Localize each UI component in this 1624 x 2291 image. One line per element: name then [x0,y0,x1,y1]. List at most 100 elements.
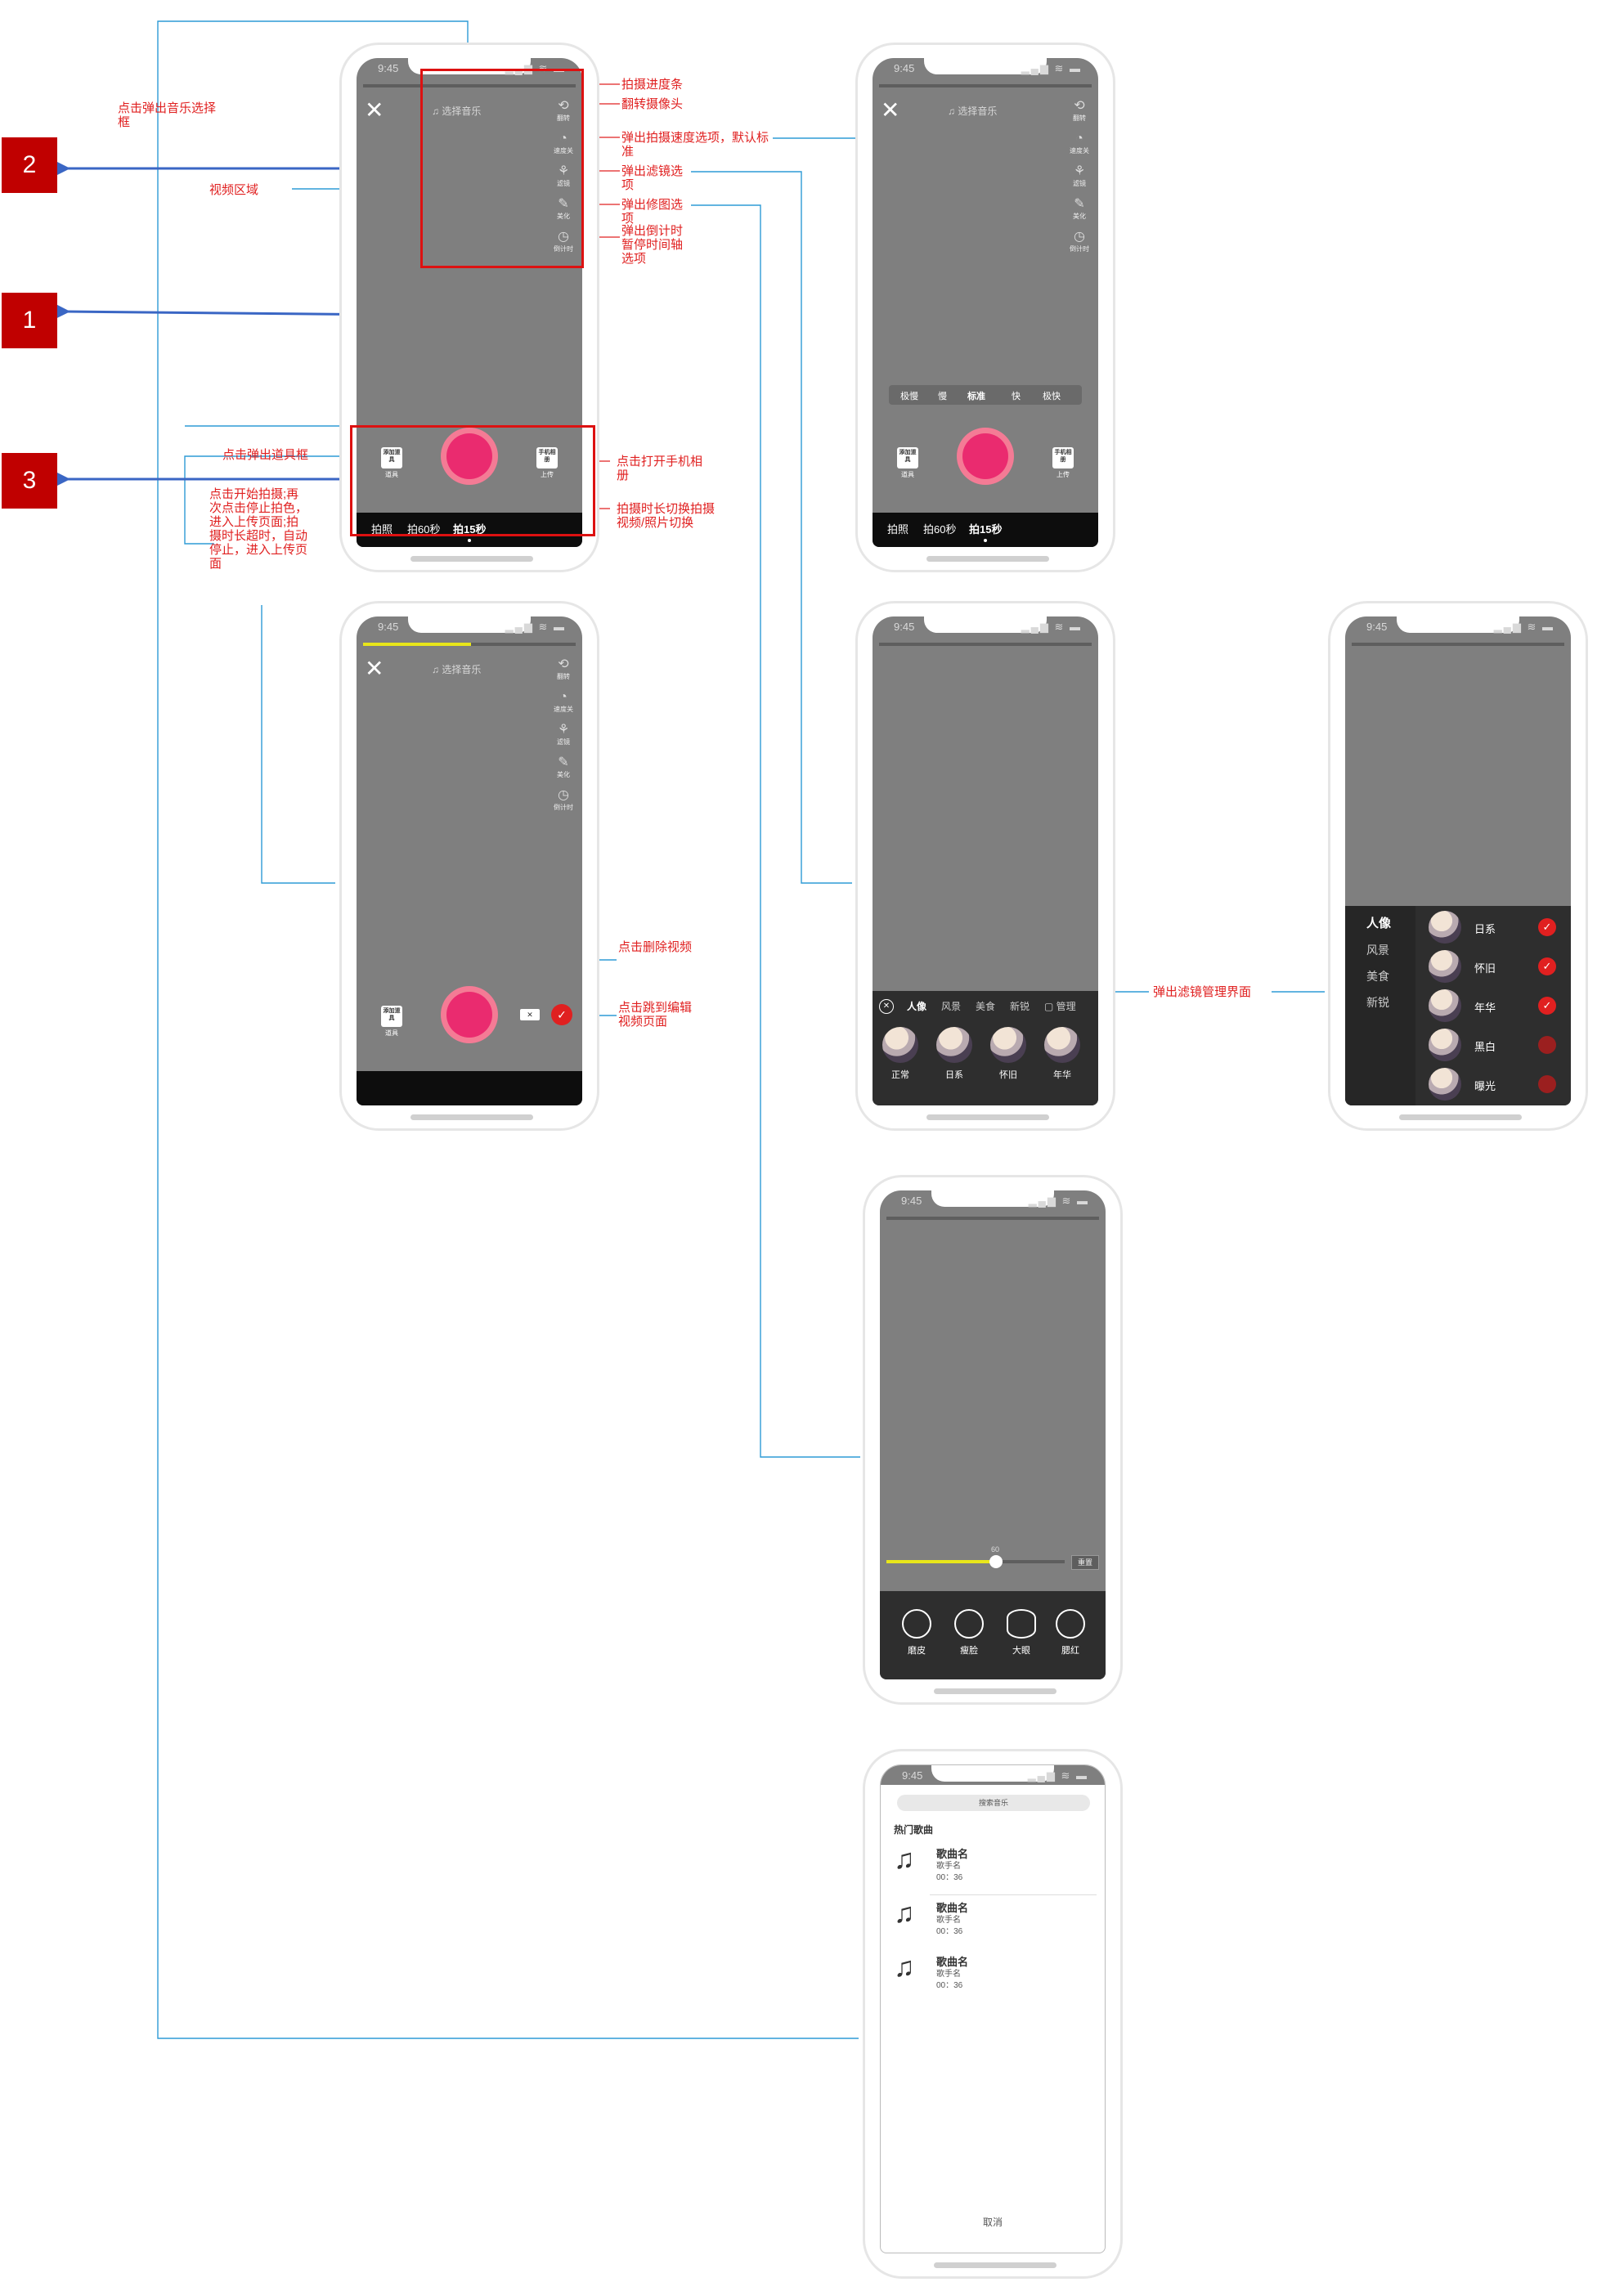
props-label: 道具 [385,471,398,478]
countdown-button[interactable]: ◷倒计时 [554,788,573,811]
beautify-button[interactable]: ✎美化 [1073,197,1086,220]
flip-camera-button[interactable]: ⟲翻转 [550,99,577,132]
retouch-slider-handle[interactable] [989,1555,1003,1568]
divider [930,1894,1097,1895]
speed-very-slow[interactable]: 极慢 [900,392,918,401]
filter-thumb[interactable] [990,1027,1026,1063]
props-button[interactable]: 添加道具 [381,1006,402,1027]
speed-button[interactable]: ◔速度关 [554,690,573,713]
close-icon[interactable]: ✕ [365,97,384,123]
close-icon[interactable]: ✕ [365,656,384,681]
select-music-button[interactable]: ♫ 选择音乐 [432,664,482,675]
filter-tab-food[interactable]: 美食 [976,1001,996,1012]
filter-button[interactable]: ⚘滤镜 [550,164,577,197]
filter-manage-row[interactable]: 黑白 [1424,1027,1568,1065]
filter-thumb[interactable] [882,1027,918,1063]
cancel-button[interactable]: 取消 [982,2217,1003,2228]
camera-screen: 9:45▂▄▆ ≋ ▬ ✕ ♫ 选择音乐 ⟲翻转 ◔速度关 ⚘滤镜 ✎美化 ◷倒… [357,58,582,547]
tool-blush[interactable]: 腮红 [1050,1609,1091,1657]
select-music-button[interactable]: ♫ 选择音乐 [432,105,482,117]
ann-album: 点击打开手机相册 [617,455,703,482]
filter-tab-new[interactable]: 新锐 [1010,1001,1030,1012]
props-button[interactable]: 添加道具 [381,447,402,469]
highlight-top-controls [420,69,584,268]
badge-3: 3 [2,453,57,509]
category-food[interactable]: 美食 [1366,970,1389,983]
filter-tab-scenery[interactable]: 风景 [941,1001,962,1012]
uncheck-icon[interactable] [1538,1075,1556,1093]
mode-60s[interactable]: 拍60秒 [923,523,957,536]
filter-tab-portrait[interactable]: 人像 [907,1001,927,1012]
beautify-button[interactable]: ✎美化 [550,197,577,230]
ann-duration: 拍摄时长切换拍摄视频/照片切换 [617,502,716,530]
ann-filter-manage: 弹出滤镜管理界面 [1153,985,1252,999]
tool-big-eyes[interactable]: 大眼 [1001,1609,1042,1657]
beautify-button[interactable]: ✎美化 [557,755,570,778]
retouch-panel: 磨皮 瘦脸 大眼 腮红 [880,1591,1106,1679]
phone-retouch: 9:45▂▄▆ ≋ ▬ 60 重置 磨皮 瘦脸 大眼 腮红 [863,1175,1123,1705]
mode-15s[interactable]: 拍15秒 [453,523,487,536]
record-button[interactable] [957,428,1014,485]
filter-button[interactable]: ⚘滤镜 [1073,164,1086,187]
phone-camera-main: 9:45▂▄▆ ≋ ▬ ✕ ♫ 选择音乐 ⟲翻转 ◔速度关 ⚘滤镜 ✎美化 ◷倒… [339,43,599,572]
speed-slow[interactable]: 慢 [938,392,947,401]
filter-thumb[interactable] [936,1027,972,1063]
select-music-button[interactable]: ♫ 选择音乐 [948,105,998,117]
countdown-button[interactable]: ◷倒计时 [1070,230,1089,253]
filter-manage-row[interactable]: 曝光 [1424,1066,1568,1104]
speed-very-fast[interactable]: 极快 [1043,392,1061,401]
reset-button[interactable]: 重置 [1071,1555,1099,1570]
flip-camera-button[interactable]: ⟲翻转 [1073,99,1086,122]
confirm-button[interactable]: ✓ [551,1004,572,1025]
mode-photo[interactable]: 拍照 [887,523,909,536]
close-filter-icon[interactable]: ✕ [879,999,894,1014]
uncheck-icon[interactable] [1538,1036,1556,1054]
filter-tab-manage[interactable]: ▢ 管理 [1044,1001,1076,1012]
ann-video-area: 视频区域 [209,183,259,197]
ann-speed: 弹出拍摄速度选项，默认标准 [621,131,769,159]
close-icon[interactable]: ✕ [881,97,900,123]
check-icon[interactable]: ✓ [1538,997,1556,1015]
ann-music-popup: 点击弹出音乐选择框 [118,101,217,129]
wand-icon: ✎ [558,197,569,211]
category-scenery[interactable]: 风景 [1366,944,1389,957]
flip-camera-button[interactable]: ⟲翻转 [557,657,570,680]
record-button[interactable] [441,428,498,485]
speed-normal[interactable]: 标准 [967,392,985,401]
mode-bar: 拍照 拍60秒 拍15秒 [357,513,582,547]
check-icon[interactable]: ✓ [1538,957,1556,975]
speed-button[interactable]: ◔速度关 [550,132,577,164]
mode-15s[interactable]: 拍15秒 [969,523,1003,536]
tool-smooth[interactable]: 磨皮 [896,1609,937,1657]
slider-value: 60 [991,1545,1000,1553]
music-search-input[interactable]: 搜索音乐 [897,1795,1090,1811]
record-button[interactable] [441,986,498,1043]
delete-segment-button[interactable]: ✕ [520,1009,540,1020]
album-button[interactable]: 手机相册 [536,447,558,469]
album-button[interactable]: 手机相册 [1052,447,1074,469]
mode-60s[interactable]: 拍60秒 [407,523,441,536]
badge-2: 2 [2,137,57,193]
filter-manage-row[interactable]: 怀旧 ✓ [1424,948,1568,986]
tool-slim-face[interactable]: 瘦脸 [949,1609,989,1657]
flip-icon: ⟲ [558,99,569,113]
check-icon[interactable]: ✓ [1538,918,1556,936]
countdown-button[interactable]: ◷倒计时 [550,230,577,262]
speed-fast[interactable]: 快 [1012,392,1021,401]
ann-edit: 点击跳到编辑视频页面 [618,1001,693,1029]
props-button[interactable]: 添加道具 [897,447,918,469]
ann-countdown: 弹出倒计时暂停时间轴选项 [621,224,684,266]
category-portrait[interactable]: 人像 [1366,917,1392,930]
ann-flip: 翻转摄像头 [621,97,684,111]
mode-photo[interactable]: 拍照 [371,523,393,536]
filter-button[interactable]: ⚘滤镜 [557,723,570,746]
speed-button[interactable]: ◔速度关 [1070,132,1089,155]
category-new[interactable]: 新锐 [1366,996,1389,1009]
filter-thumb[interactable] [1044,1027,1080,1063]
filter-manage-row[interactable]: 日系 ✓ [1424,909,1568,947]
ann-progress: 拍摄进度条 [621,78,684,92]
filter-manage-row[interactable]: 年华 ✓ [1424,988,1568,1025]
